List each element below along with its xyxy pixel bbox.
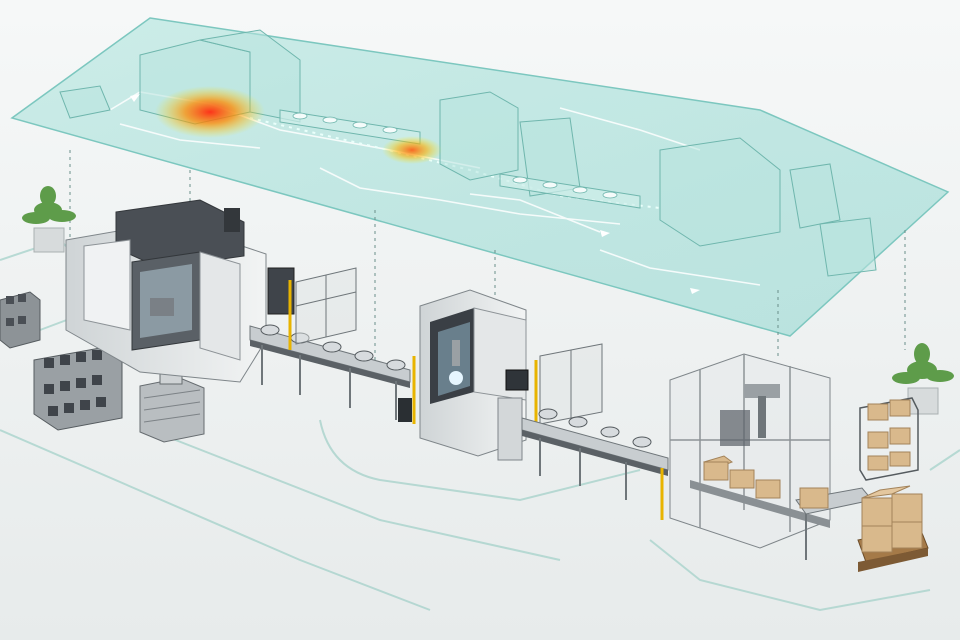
- safety-fence-2: [534, 343, 603, 430]
- digital-twin-panel: [10, 17, 950, 337]
- inspection-cell: [398, 289, 529, 461]
- storage-rack-right: [859, 397, 919, 481]
- plant-left: [22, 186, 76, 253]
- packaging-cell: [669, 353, 831, 549]
- floor-flow-lines: [0, 238, 960, 612]
- conveyor-3: [795, 487, 873, 560]
- tool-rack-1: [0, 291, 41, 349]
- conveyor-2: [521, 408, 669, 520]
- pallet-boxes: [857, 485, 929, 572]
- cnc-machining-center: [65, 199, 295, 383]
- hotspot-machining-center: [155, 86, 265, 138]
- safety-fence-1: [288, 267, 357, 350]
- hotspot-inspection-cell: [382, 136, 442, 164]
- tool-rack-2: [33, 347, 123, 431]
